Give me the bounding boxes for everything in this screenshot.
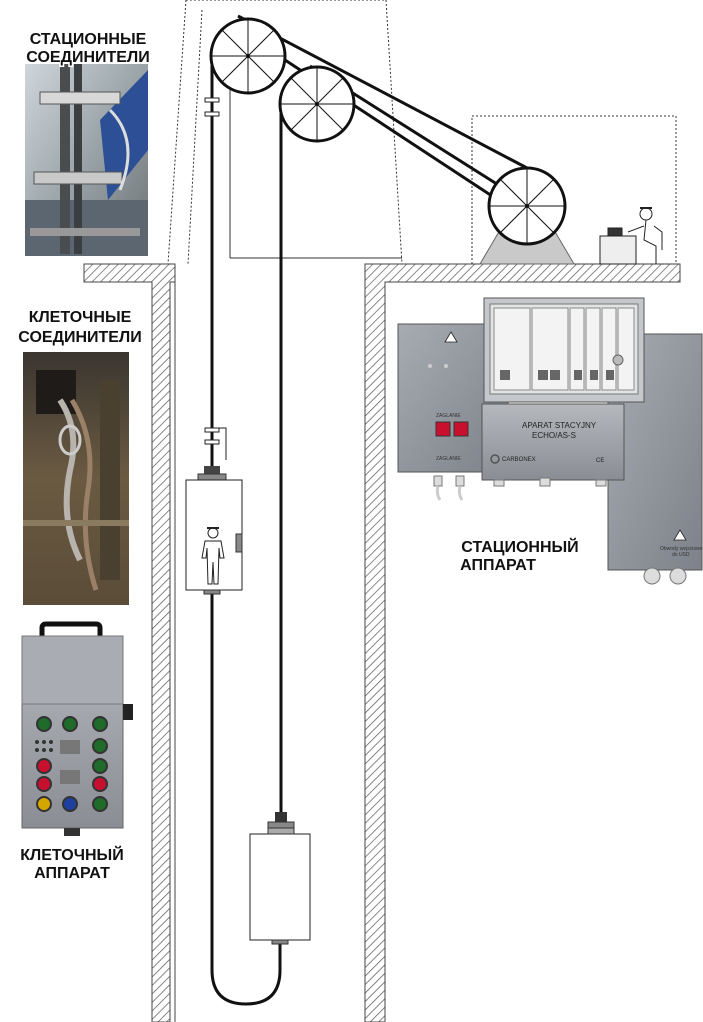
cage (185, 466, 243, 595)
button1-label: ZAGLANIE (436, 413, 461, 419)
device-name-line1: APARAT STACYJNY (522, 421, 597, 430)
button2-label: ZAGLANIE (436, 456, 461, 462)
ground-and-shaft (83, 263, 681, 1022)
hoist-ropes (210, 14, 528, 1006)
stationary-connectors-label-line1: СТАЦИОННЫЕ (30, 31, 147, 48)
cage-device-label-line2: АППАРАТ (34, 865, 110, 882)
stationary-connectors-photo (25, 64, 148, 256)
cage-device (21, 621, 133, 836)
lower-sheave (278, 65, 356, 143)
winder-drum (479, 166, 575, 265)
device-brand: CARBONEX (502, 457, 536, 463)
device-ce-mark: CE (596, 458, 604, 464)
stationary-connectors-label-line2: СОЕДИНИТЕЛИ (26, 49, 149, 66)
stationary-device-label-line1: СТАЦИОННЫЙ (461, 537, 578, 556)
cage-device-handle (39, 621, 103, 638)
cage-connectors-photo (23, 352, 129, 605)
cage-connectors-label-line1: КЛЕТОЧНЫЕ (29, 309, 132, 326)
device-name-line2: ECHO/AS-S (532, 431, 576, 440)
warning-text-line1: Obwody wejsciowe (660, 546, 703, 552)
warning-text-line2: do USD (672, 552, 690, 558)
upper-sheave (209, 17, 287, 95)
cage-device-label-line1: КЛЕТОЧНЫЙ (20, 845, 123, 864)
cage-connectors-label-line2: СОЕДИНИТЕЛИ (18, 329, 141, 346)
counterweight (249, 812, 311, 945)
rope-clamps (204, 97, 227, 460)
carbonex-logo-icon (490, 454, 500, 464)
operator-icon (599, 207, 663, 265)
stationary-device (397, 297, 703, 585)
person-icon (201, 527, 225, 585)
cage-device-indicators (36, 716, 108, 812)
stationary-device-label-line2: АППАРАТ (460, 557, 536, 574)
warning-icon (444, 331, 687, 541)
